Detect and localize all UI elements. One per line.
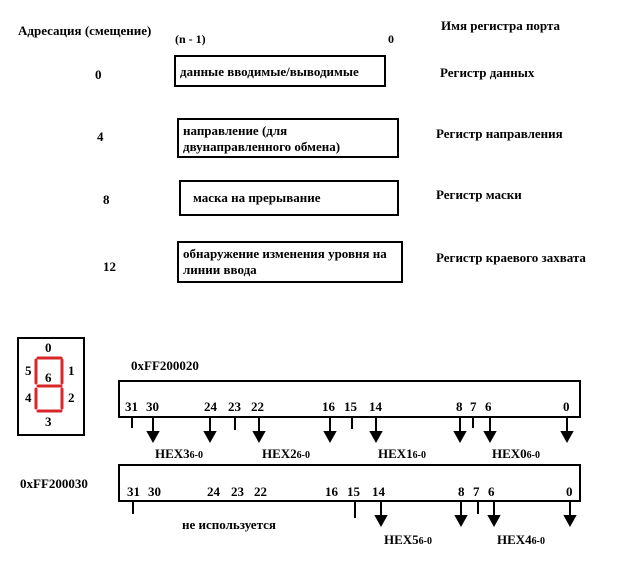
seven-seg-segments	[34, 356, 64, 413]
reg1-bit-16: 16	[322, 399, 335, 414]
hex2-label: HEX26-0	[262, 446, 311, 461]
seg-label-6: 6	[45, 370, 52, 385]
direction-register-desc: направление (для двунаправленного обмена…	[183, 123, 341, 154]
reg2-bit-6: 6	[488, 484, 495, 499]
reg2-bit-8: 8	[458, 484, 465, 499]
port-register-name-header: Имя регистра порта	[441, 18, 561, 33]
seg-label-0: 0	[45, 340, 52, 355]
mask-register-desc: маска на прерывание	[193, 190, 321, 205]
bit-low-label: 0	[388, 32, 394, 46]
reg1-bit-22: 22	[251, 399, 264, 414]
reg2-bit-31: 31	[127, 484, 140, 499]
edge-capture-register-name: Регистр краевого захвата	[436, 250, 586, 265]
reg2-bit-7: 7	[473, 484, 480, 499]
direction-register-box: направление (для двунаправленного обмена…	[177, 118, 399, 158]
seven-seg-frame	[17, 337, 85, 436]
reg1-bit-0: 0	[563, 399, 570, 414]
reg1-bit-15: 15	[344, 399, 357, 414]
reg2-bit-16: 16	[325, 484, 338, 499]
reg2-bit-0: 0	[566, 484, 573, 499]
reg1-bit-24: 24	[204, 399, 217, 414]
hex-reg2-box	[118, 464, 581, 502]
hex5-label: HEX56-0	[384, 532, 433, 547]
data-register-box: данные вводимые/выводимые	[174, 55, 386, 87]
offset-8: 8	[103, 192, 110, 207]
offset-0: 0	[95, 67, 102, 82]
hex4-label: HEX46-0	[497, 532, 546, 547]
offset-4: 4	[97, 129, 104, 144]
reg2-bit-22: 22	[254, 484, 267, 499]
hex0-label: HEX06-0	[492, 446, 541, 461]
reg1-bit-6: 6	[485, 399, 492, 414]
hex-reg1-address: 0xFF200020	[131, 358, 199, 373]
reg2-bit-23: 23	[231, 484, 244, 499]
hex-reg1-box	[118, 380, 581, 418]
mask-register-name: Регистр маски	[436, 187, 522, 202]
addressing-header: Адресация (смещение)	[18, 23, 152, 38]
edge-capture-register-box: обнаружение изменения уровня на линии вв…	[177, 241, 403, 283]
seg-label-5: 5	[25, 363, 32, 378]
reg2-bit-15: 15	[347, 484, 360, 499]
seg-label-1: 1	[68, 363, 75, 378]
reg1-bit-7: 7	[470, 399, 477, 414]
seg-label-4: 4	[25, 390, 32, 405]
reg2-bit-24: 24	[207, 484, 220, 499]
hex3-label: HEX36-0	[155, 446, 204, 461]
direction-register-name: Регистр направления	[436, 126, 563, 141]
mask-register-box: маска на прерывание	[179, 180, 399, 216]
reg1-bit-14: 14	[369, 399, 382, 414]
offset-12: 12	[103, 259, 116, 274]
data-register-name: Регистр данных	[440, 65, 535, 80]
reg1-bit-30: 30	[146, 399, 159, 414]
unused-label: не используется	[182, 517, 276, 532]
bit-high-label: (n - 1)	[175, 32, 206, 46]
reg2-bit-30: 30	[148, 484, 161, 499]
seg-label-3: 3	[45, 414, 52, 429]
hex-reg2-address: 0xFF200030	[20, 476, 88, 491]
edge-capture-register-desc: обнаружение изменения уровня на линии вв…	[183, 246, 387, 277]
hex1-label: HEX16-0	[378, 446, 427, 461]
reg2-bit-14: 14	[372, 484, 385, 499]
reg1-bit-31: 31	[125, 399, 138, 414]
data-register-desc: данные вводимые/выводимые	[180, 64, 359, 79]
seg-label-2: 2	[68, 390, 75, 405]
reg1-bit-8: 8	[456, 399, 463, 414]
reg1-bit-23: 23	[228, 399, 241, 414]
